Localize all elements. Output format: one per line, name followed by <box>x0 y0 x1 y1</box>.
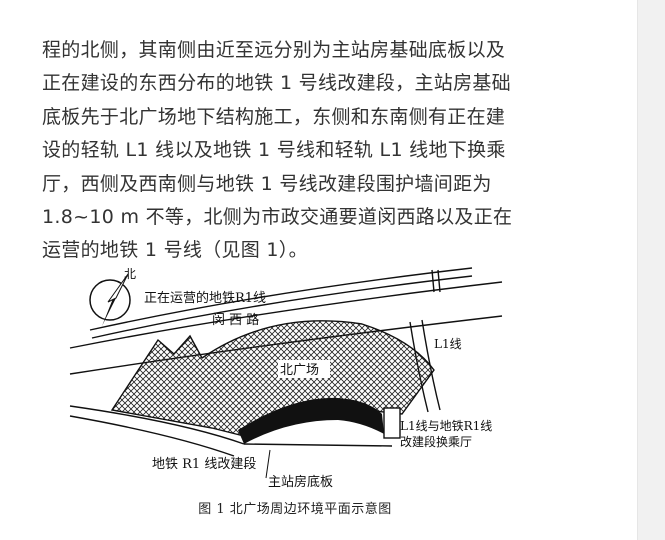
north-square-label: 北广场 <box>280 363 319 378</box>
body-paragraph: 程的北侧，其南侧由近至远分别为主站房基础底板以及 正在建设的东西分布的地铁 1 … <box>42 34 542 268</box>
transfer-hall-box <box>383 407 401 439</box>
l1-line-label: L1线 <box>434 337 462 351</box>
leader-line <box>265 449 271 479</box>
label-backing <box>278 360 330 378</box>
site-plan-drawing: 北 正在运营的地铁R1线 闵 西 路 L1线 北广场 <box>69 267 503 490</box>
station-slab-label: 主站房底板 <box>268 474 333 490</box>
north-arrow-icon: 北 <box>89 267 136 326</box>
metro-r1-operating-label: 正在运营的地铁R1线 <box>144 290 266 306</box>
site-plan-figure: 北 正在运营的地铁R1线 闵 西 路 L1线 北广场 <box>62 262 522 496</box>
north-label: 北 <box>124 267 136 281</box>
paragraph-line: 正在建设的东西分布的地铁 1 号线改建段，主站房基础 <box>42 72 511 95</box>
scrollbar-track[interactable] <box>637 0 665 540</box>
metro-r1-operating-line <box>89 267 473 339</box>
paragraph-line: 厅，西侧及西南侧与地铁 1 号线改建段围护墙间距为 <box>42 172 492 195</box>
transfer-hall-label-2: 改建段换乘厅 <box>400 434 472 449</box>
metro-r1-rebuild-label: 地铁 R1 线改建段 <box>152 457 256 472</box>
metro-r1-rebuild-line <box>69 405 393 457</box>
paragraph-line: 1.8~10 m 不等，北侧为市政交通要道闵西路以及正在 <box>42 206 513 229</box>
transfer-hall-label-1: L1线与地铁R1线 <box>400 419 492 433</box>
station-base-slab <box>238 397 384 444</box>
paragraph-line: 设的轻轨 L1 线以及地铁 1 号线和轻轨 L1 线地下换乘 <box>42 139 506 162</box>
paragraph-line: 程的北侧，其南侧由近至远分别为主站房基础底板以及 <box>42 39 506 61</box>
paragraph-line: 底板先于北广场地下结构施工，东侧和东南侧有正在建 <box>42 105 506 128</box>
paragraph-line: 运营的地铁 1 号线（见图 1）。 <box>42 239 308 262</box>
figure-caption: 图 1 北广场周边环境平面示意图 <box>198 502 392 517</box>
road-label: 闵 西 路 <box>212 312 259 328</box>
